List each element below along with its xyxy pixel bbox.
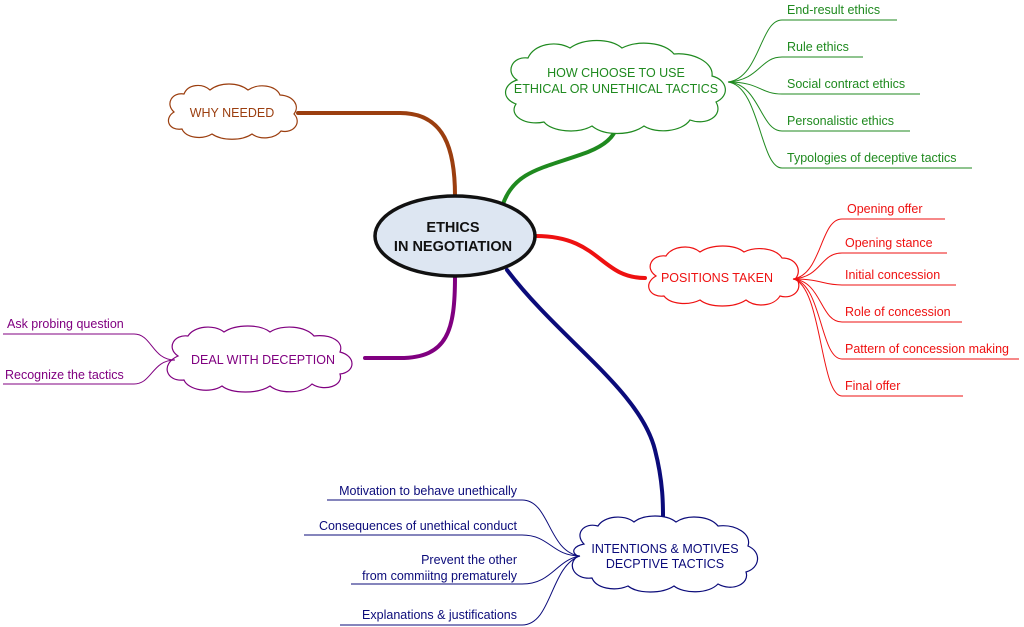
why-needed-cloud (167, 83, 298, 140)
leaf-social-contract-ethics[interactable]: Social contract ethics (787, 77, 905, 91)
connector-deception (363, 274, 457, 360)
how-choose-label-line1: HOW CHOOSE TO USE (547, 66, 685, 80)
connector-positions (534, 234, 647, 280)
intentions-label-line2: DECPTIVE TACTICS (606, 557, 724, 571)
center-title-line2: IN NEGOTIATION (394, 239, 512, 255)
intentions-motives-node[interactable]: INTENTIONS & MOTIVES DECPTIVE TACTICS (571, 515, 759, 593)
leaf-motivation-to-behave-unethically[interactable]: Motivation to behave unethically (339, 484, 518, 498)
leaf-typologies-of-deceptive-tactics[interactable]: Typologies of deceptive tactics (787, 151, 957, 165)
leaf-prevent-the-other-line1[interactable]: Prevent the other (421, 553, 517, 567)
positions-taken-label: POSITIONS TAKEN (661, 271, 773, 285)
how-choose-label-line2: ETHICAL OR UNETHICAL TACTICS (514, 82, 718, 96)
connector-intentions (505, 268, 666, 526)
leaf-initial-concession[interactable]: Initial concession (845, 268, 940, 282)
leaf-rule-ethics[interactable]: Rule ethics (787, 40, 849, 54)
leaf-pattern-of-concession-making[interactable]: Pattern of concession making (845, 342, 1009, 356)
connector-why-needed (296, 111, 457, 198)
leaf-explanations-and-justifications[interactable]: Explanations & justifications (362, 608, 517, 622)
leaf-opening-offer[interactable]: Opening offer (847, 202, 923, 216)
deal-with-deception-cloud (166, 325, 353, 393)
center-title-line1: ETHICS (426, 220, 480, 236)
deal-with-deception-label: DEAL WITH DECEPTION (191, 353, 335, 367)
leaf-consequences-of-unethical-conduct[interactable]: Consequences of unethical conduct (319, 519, 518, 533)
leaf-final-offer[interactable]: Final offer (845, 379, 900, 393)
deception-leaves (3, 333, 176, 385)
leaf-role-of-concession[interactable]: Role of concession (845, 305, 951, 319)
center-node[interactable]: ETHICS IN NEGOTIATION (373, 194, 537, 278)
leaf-personalistic-ethics[interactable]: Personalistic ethics (787, 114, 894, 128)
connector-how-choose (501, 120, 619, 206)
intentions-motives-cloud (571, 515, 759, 593)
deal-with-deception-node[interactable]: DEAL WITH DECEPTION (166, 325, 353, 393)
leaf-ask-probing-question[interactable]: Ask probing question (7, 317, 124, 331)
how-choose-leaves (727, 19, 972, 169)
leaf-end-result-ethics[interactable]: End-result ethics (787, 3, 880, 17)
leaf-opening-stance[interactable]: Opening stance (845, 236, 933, 250)
leaf-recognize-the-tactics[interactable]: Recognize the tactics (5, 368, 124, 382)
positions-leaves (792, 218, 1019, 397)
intentions-label-line1: INTENTIONS & MOTIVES (591, 542, 738, 556)
positions-taken-node[interactable]: POSITIONS TAKEN (648, 245, 800, 307)
how-choose-cloud (505, 39, 726, 135)
leaf-prevent-the-other-line2[interactable]: from commiitng prematurely (362, 569, 518, 583)
center-ellipse (373, 194, 537, 278)
why-needed-label: WHY NEEDED (190, 106, 275, 120)
why-needed-node[interactable]: WHY NEEDED (167, 83, 298, 140)
how-choose-node[interactable]: HOW CHOOSE TO USE ETHICAL OR UNETHICAL T… (505, 39, 726, 135)
intentions-leaves (304, 499, 581, 626)
